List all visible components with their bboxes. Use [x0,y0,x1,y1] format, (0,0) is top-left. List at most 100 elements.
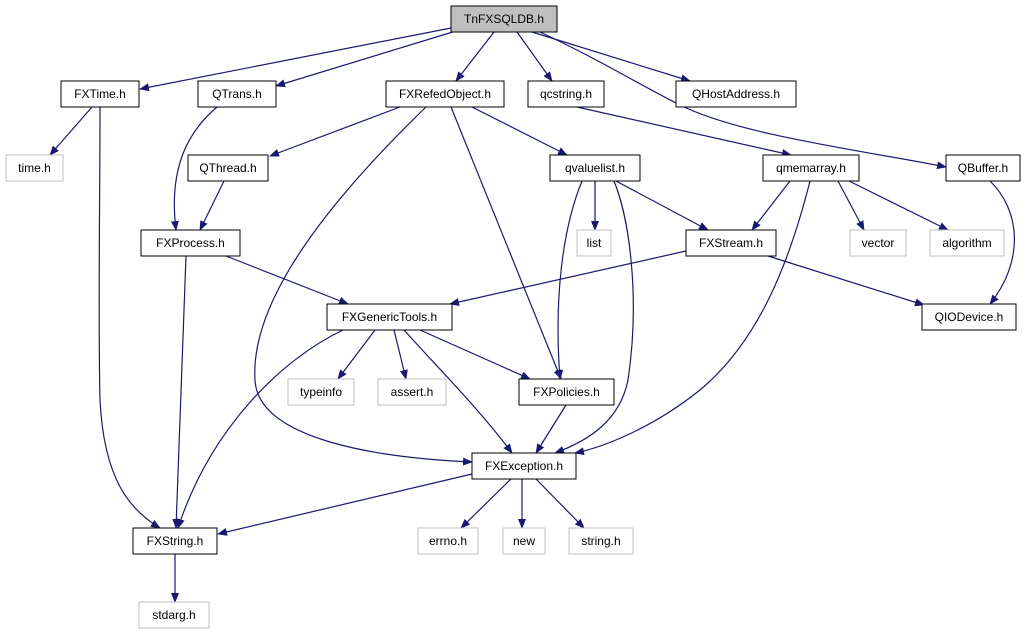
node-box-fxgeneric [326,303,453,331]
edge-fxexception-to-fxstring [217,473,473,536]
node-box-new [502,527,546,555]
edge-qvaluelist-to-fxpolicies [555,180,583,380]
edge-qmemarray-to-vector [837,180,865,231]
node-box-errno [417,527,479,555]
node-label-fxstring: FXString.h [147,534,204,548]
node-label-string: string.h [581,534,620,548]
node-box-qcstring [527,80,605,108]
edge-root-to-qbuffer [539,31,947,170]
node-label-new: new [513,534,535,548]
node-fxstring[interactable]: FXString.h [132,527,218,555]
node-box-string [568,527,634,555]
edge-root-to-qtrans [275,30,457,88]
node-typeinfo: typeinfo [287,378,355,406]
edge-qmemarray-to-fxexception [574,180,811,456]
node-root[interactable]: TnFXSQLDB.h [450,5,558,33]
node-box-stdarg [138,601,210,629]
edge-fxprocess-to-fxstring [172,255,187,529]
node-qiodevice[interactable]: QIODevice.h [921,303,1017,331]
edge-qvaluelist-to-fxexception [554,180,634,454]
node-qcstring[interactable]: qcstring.h [527,80,605,108]
node-errno: errno.h [417,527,479,555]
node-vector: vector [849,229,907,257]
node-label-fxrefed: FXRefedObject.h [399,87,491,101]
node-label-time: time.h [18,161,51,175]
node-box-fxstring [132,527,218,555]
node-time: time.h [5,154,64,182]
node-label-qvaluelist: qvaluelist.h [565,161,625,175]
node-label-fxexception: FXException.h [485,459,563,473]
edge-fxrefed-to-fxexception [254,106,473,466]
node-label-errno: errno.h [429,534,467,548]
node-label-fxpolicies: FXPolicies.h [533,385,600,399]
edge-root-to-fxrefed [455,31,495,82]
node-label-typeinfo: typeinfo [300,385,342,399]
node-box-fxtime [60,80,140,108]
edge-fxrefed-to-qvaluelist [471,106,568,156]
edge-qmemarray-to-algorithm [848,180,949,231]
edge-fxrefed-to-fxpolicies [450,106,562,380]
node-label-qcstring: qcstring.h [540,87,592,101]
edge-fxexception-to-string [535,478,585,529]
node-label-qbuffer: QBuffer.h [958,161,1008,175]
node-box-qthread [187,154,269,182]
node-box-qbuffer [945,154,1021,182]
edge-qthread-to-fxprocess [199,180,225,231]
edge-fxpolicies-to-fxexception [535,404,567,454]
node-box-fxprocess [140,229,241,257]
node-qtrans[interactable]: QTrans.h [197,80,277,108]
edge-root-to-fxtime [139,27,452,92]
edges-layer [49,27,1015,603]
edge-fxtime-to-fxstring [98,106,161,529]
node-qbuffer[interactable]: QBuffer.h [945,154,1021,182]
edge-qbuffer-to-qiodevice [989,180,1015,305]
node-label-fxgeneric: FXGenericTools.h [342,310,437,324]
node-fxrefed[interactable]: FXRefedObject.h [385,80,505,108]
edge-fxgeneric-to-fxpolicies [419,329,531,380]
edge-fxgeneric-to-fxexception [403,329,513,454]
node-qmemarray[interactable]: qmemarray.h [762,154,860,182]
node-box-root [450,5,558,33]
node-qthread[interactable]: QThread.h [187,154,269,182]
node-box-fxrefed [385,80,505,108]
node-label-qtrans: QTrans.h [212,87,262,101]
node-fxpolicies[interactable]: FXPolicies.h [518,378,615,406]
node-label-root: TnFXSQLDB.h [464,12,544,26]
node-box-qtrans [197,80,277,108]
edge-fxprocess-to-fxgeneric [225,255,349,305]
edge-fxrefed-to-qthread [269,106,401,157]
node-box-typeinfo [287,378,355,406]
node-box-fxpolicies [518,378,615,406]
node-box-qiodevice [921,303,1017,331]
edge-fxgeneric-to-fxstring [176,329,344,529]
node-stdarg: stdarg.h [138,601,210,629]
node-fxexception[interactable]: FXException.h [471,452,577,480]
node-qhostaddr[interactable]: QHostAddress.h [675,80,797,108]
node-label-algorithm: algorithm [942,236,991,250]
node-box-algorithm [929,229,1005,257]
node-label-qhostaddr: QHostAddress.h [692,87,780,101]
node-box-vector [849,229,907,257]
node-box-qvaluelist [549,154,641,182]
node-box-time [5,154,64,182]
node-fxtime[interactable]: FXTime.h [60,80,140,108]
node-box-qmemarray [762,154,860,182]
node-label-assert: assert.h [391,385,434,399]
node-label-vector: vector [862,236,895,250]
node-box-fxstream [685,229,777,257]
node-qvaluelist[interactable]: qvaluelist.h [549,154,641,182]
node-fxgeneric[interactable]: FXGenericTools.h [326,303,453,331]
node-box-qhostaddr [675,80,797,108]
node-fxprocess[interactable]: FXProcess.h [140,229,241,257]
edge-qvaluelist-to-fxstream [615,180,709,231]
edge-fxstream-to-qiodevice [767,255,925,307]
node-label-fxstream: FXStream.h [699,236,763,250]
node-new: new [502,527,546,555]
edge-fxtime-to-time [49,106,93,156]
edge-fxgeneric-to-assert [393,329,408,380]
node-label-fxtime: FXTime.h [74,87,126,101]
node-label-qthread: QThread.h [199,161,256,175]
node-fxstream[interactable]: FXStream.h [685,229,777,257]
node-box-fxexception [471,452,577,480]
